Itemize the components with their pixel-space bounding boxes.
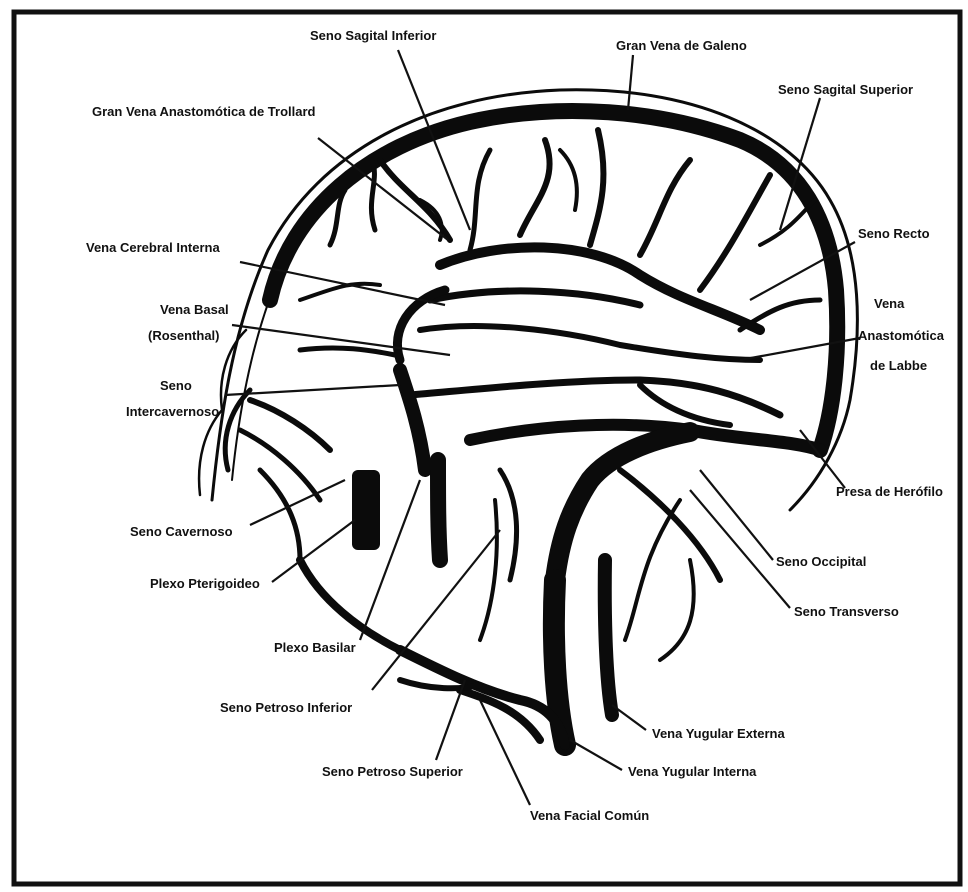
- pterygoid-plexus-mass: [352, 470, 380, 550]
- label-seno-intercavernoso-1: Seno: [160, 378, 192, 393]
- label-gran-vena-galeno: Gran Vena de Galeno: [616, 38, 747, 53]
- label-seno-occipital: Seno Occipital: [776, 554, 866, 569]
- label-seno-sagital-inferior: Seno Sagital Inferior: [310, 28, 436, 43]
- label-gran-vena-trollard: Gran Vena Anastomótica de Trollard: [92, 104, 316, 119]
- label-seno-intercavernoso-2: Intercavernoso: [126, 404, 219, 419]
- cortical-veins: [300, 130, 820, 330]
- label-vena-yugular-interna: Vena Yugular Interna: [628, 764, 757, 779]
- label-seno-transverso: Seno Transverso: [794, 604, 899, 619]
- label-plexo-pterigoideo: Plexo Pterigoideo: [150, 576, 260, 591]
- label-seno-petroso-superior: Seno Petroso Superior: [322, 764, 463, 779]
- label-vena-labbe-3: de Labbe: [870, 358, 927, 373]
- label-vena-yugular-externa: Vena Yugular Externa: [652, 726, 785, 741]
- label-seno-cavernoso: Seno Cavernoso: [130, 524, 233, 539]
- label-plexo-basilar: Plexo Basilar: [274, 640, 356, 655]
- label-seno-sagital-superior: Seno Sagital Superior: [778, 82, 913, 97]
- label-vena-facial-comun: Vena Facial Común: [530, 808, 649, 823]
- label-vena-labbe-2: Anastomótica: [858, 328, 945, 343]
- transverse-sigmoid-sinus: [554, 432, 720, 745]
- label-vena-cerebral-interna: Vena Cerebral Interna: [86, 240, 220, 255]
- label-presa-herofilo: Presa de Herófilo: [836, 484, 943, 499]
- label-vena-basal-rosenthal: (Rosenthal): [148, 328, 220, 343]
- label-vena-labbe-1: Vena: [874, 296, 905, 311]
- label-vena-basal: Vena Basal: [160, 302, 229, 317]
- label-seno-petroso-inferior: Seno Petroso Inferior: [220, 700, 352, 715]
- label-seno-recto: Seno Recto: [858, 226, 930, 241]
